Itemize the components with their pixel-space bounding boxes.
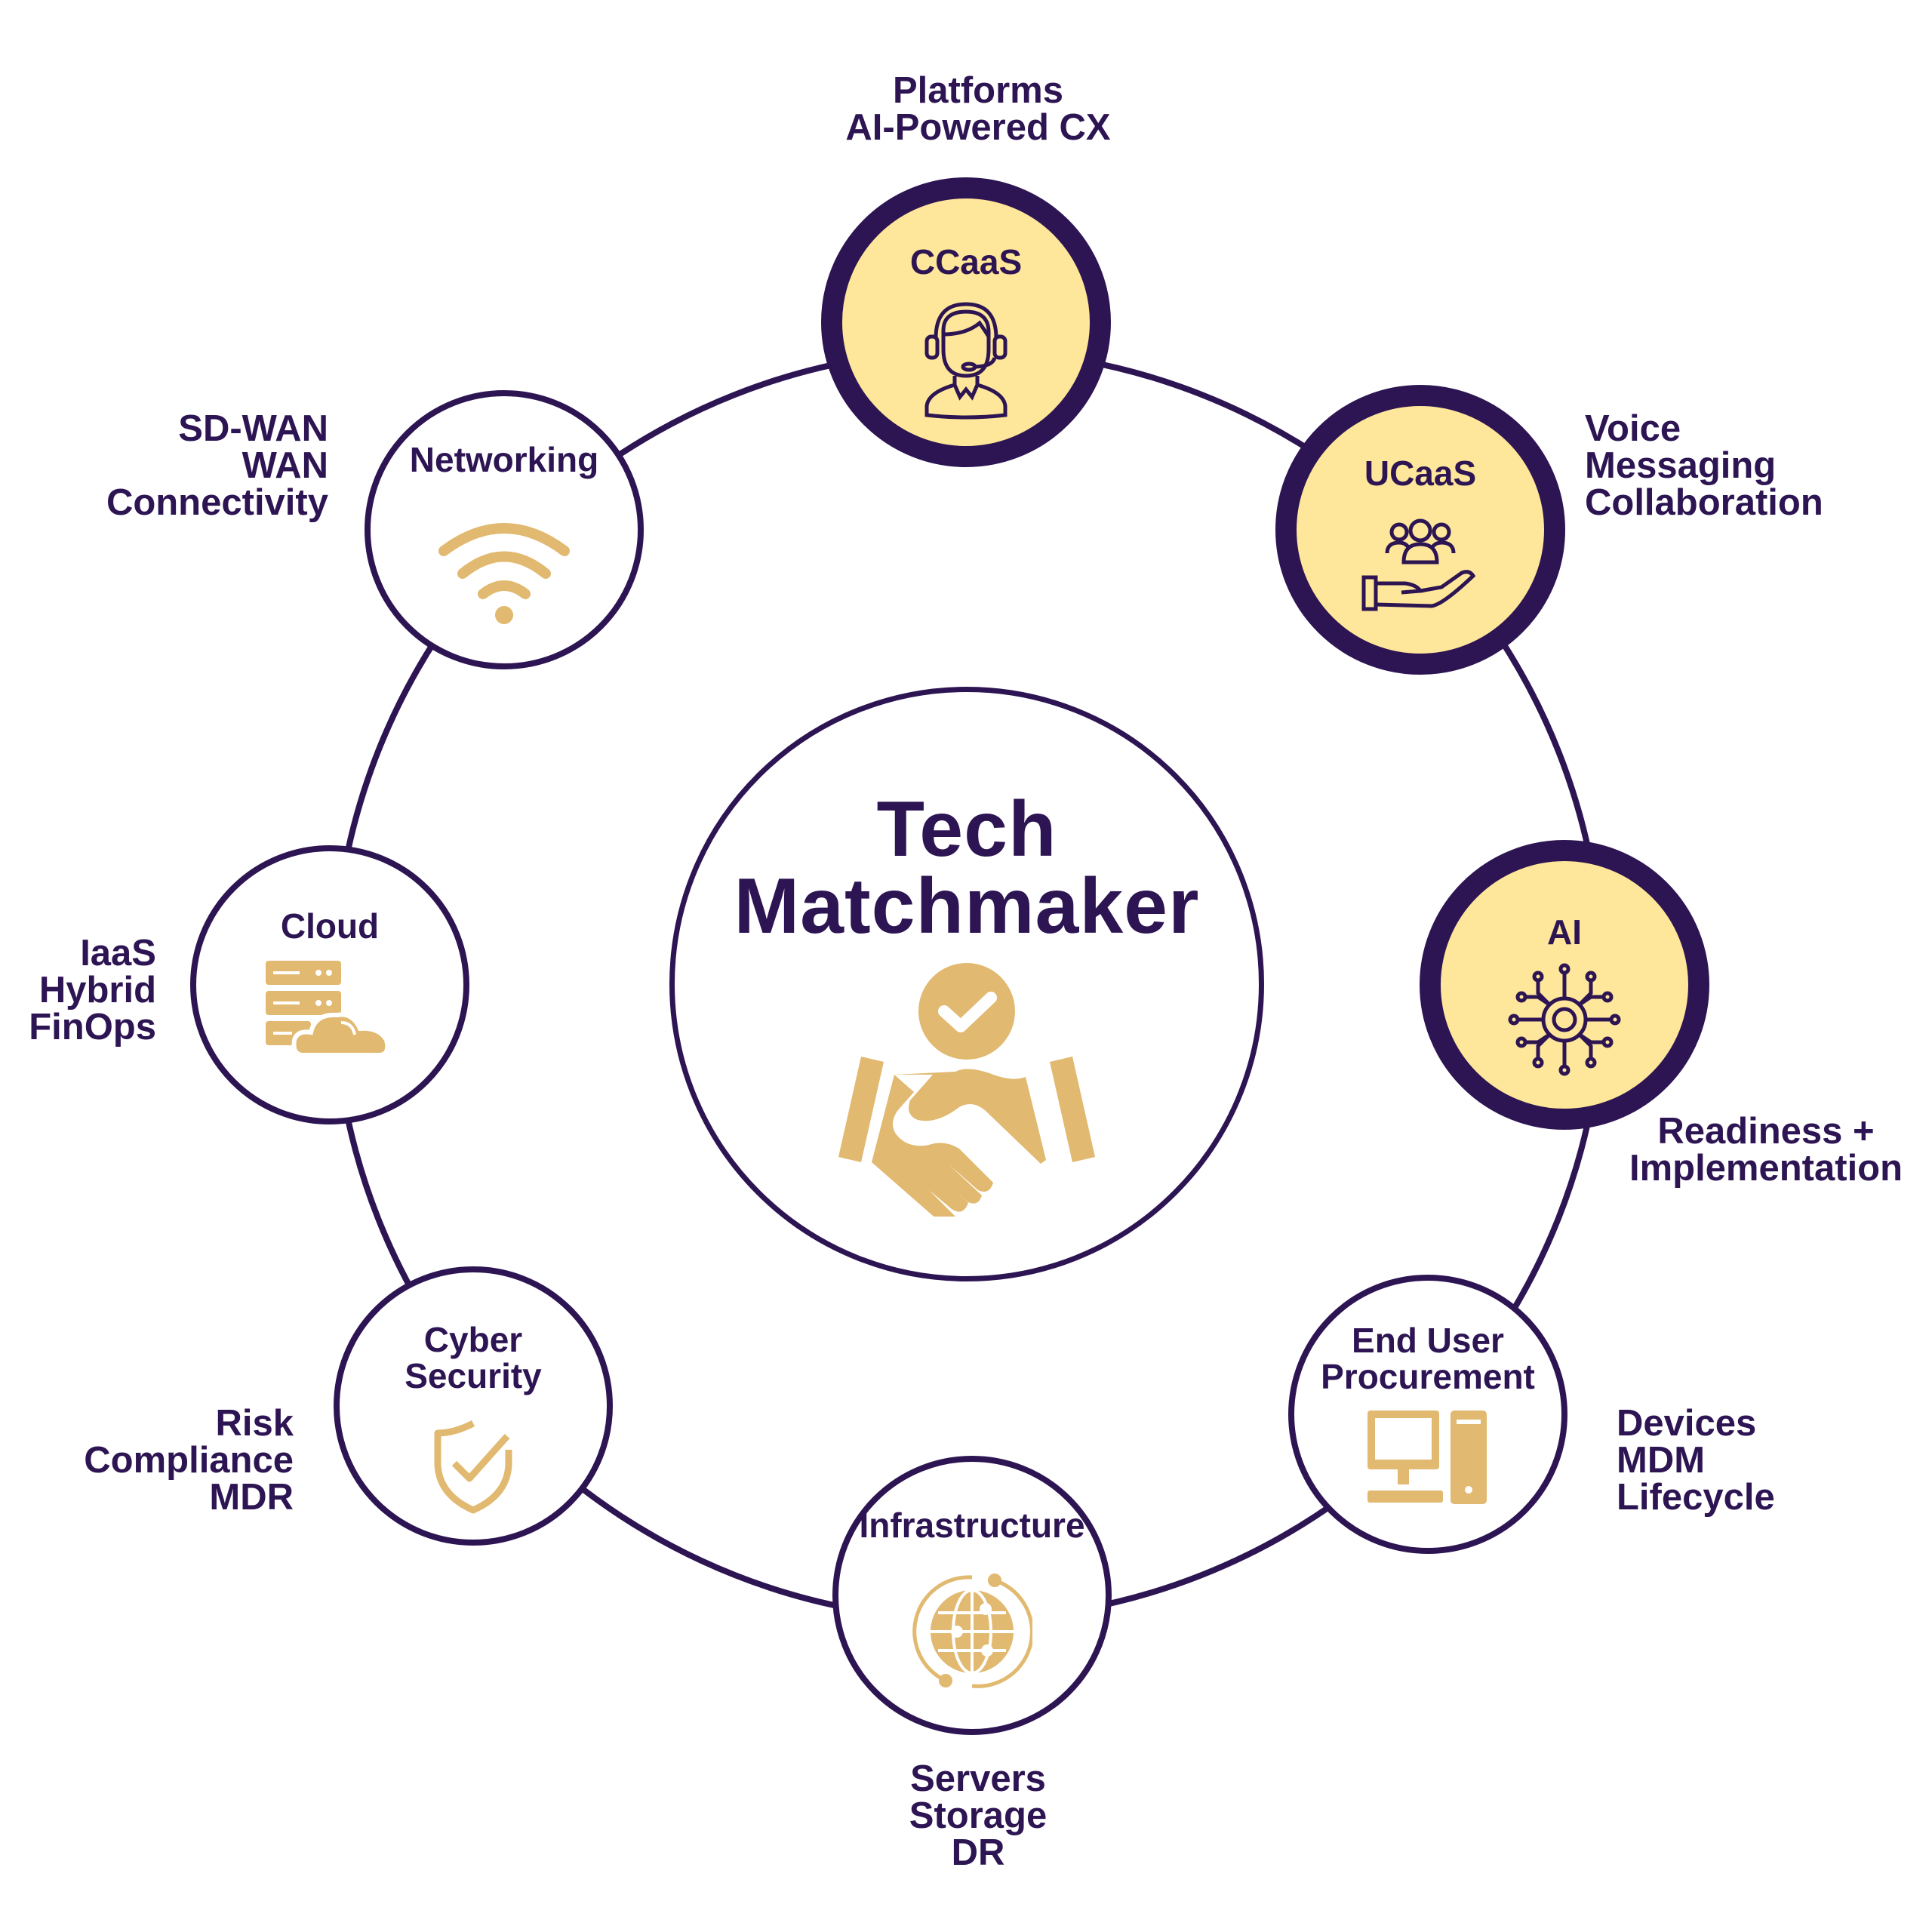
detail-item: Messaging: [1585, 445, 1777, 486]
node-label-line-1: End User: [1352, 1321, 1504, 1360]
node-cloud[interactable]: Cloud: [190, 845, 469, 1124]
node-label: AI: [1547, 912, 1582, 952]
detail-item: FinOps: [29, 1007, 156, 1048]
networking-details: SD-WAN WAN Connectivity: [106, 411, 328, 521]
node-label: UCaaS: [1364, 454, 1477, 493]
desktop-computer-icon: [1367, 1411, 1487, 1504]
handshake-check-icon: [838, 963, 1095, 1217]
shield-check-icon: [434, 1420, 512, 1514]
node-label-line-1: Cyber: [423, 1320, 523, 1359]
node-label: Infrastructure: [859, 1506, 1085, 1545]
end-user-details: Devices MDM Lifecycle: [1617, 1405, 1775, 1516]
title-line-2: Matchmaker: [734, 863, 1200, 950]
headset-agent-icon: [924, 302, 1008, 420]
node-networking[interactable]: Networking: [365, 390, 644, 669]
detail-item: Implementation: [1629, 1148, 1903, 1189]
server-cloud-icon: [266, 961, 390, 1057]
circuit-chip-icon: [1508, 963, 1621, 1076]
detail-item: DR: [951, 1832, 1005, 1873]
tech-matchmaker-hub: Tech Matchmaker: [669, 687, 1264, 1281]
detail-item: MDM: [1617, 1440, 1706, 1481]
detail-item: Compliance: [84, 1440, 294, 1481]
detail-item: Servers: [910, 1758, 1046, 1799]
node-label: CCaaS: [909, 242, 1023, 281]
team-hand-icon: [1361, 518, 1476, 611]
detail-item: Storage: [909, 1795, 1048, 1836]
detail-item: Lifecycle: [1617, 1477, 1775, 1518]
detail-item: MDR: [209, 1477, 294, 1518]
detail-item: Collaboration: [1585, 482, 1823, 523]
node-label-line-2: Procurement: [1321, 1357, 1535, 1396]
node-ai[interactable]: AI: [1420, 840, 1709, 1130]
wifi-icon: [438, 523, 570, 624]
detail-item: Voice: [1585, 408, 1681, 449]
cloud-details: IaaS Hybrid FinOps: [29, 935, 156, 1046]
node-ccaas[interactable]: CCaaS: [821, 177, 1111, 467]
node-label: Cloud: [280, 906, 380, 946]
node-cyber-security[interactable]: Cyber Security: [334, 1266, 613, 1546]
detail-item: Risk: [215, 1403, 294, 1444]
node-infrastructure[interactable]: Infrastructure: [832, 1456, 1112, 1735]
detail-item: AI-Powered CX: [845, 107, 1111, 148]
detail-item: WAN: [242, 445, 328, 486]
ucaas-details: Voice Messaging Collaboration: [1585, 411, 1823, 521]
detail-item: Platforms: [892, 70, 1064, 111]
node-end-user-procurement[interactable]: End User Procurement: [1288, 1275, 1567, 1554]
detail-item: Devices: [1617, 1403, 1757, 1444]
detail-item: IaaS: [80, 933, 156, 974]
node-label-line-2: Security: [405, 1356, 542, 1395]
node-label: Networking: [409, 440, 599, 479]
ccaas-details: Platforms AI-Powered CX: [845, 72, 1110, 146]
title-line-1: Tech: [876, 786, 1057, 873]
cyber-details: Risk Compliance MDR: [84, 1405, 294, 1516]
node-ucaas[interactable]: UCaaS: [1275, 385, 1565, 675]
globe-network-icon: [912, 1574, 1032, 1688]
detail-item: Connectivity: [106, 482, 328, 523]
detail-item: Readiness +: [1657, 1111, 1875, 1152]
infrastructure-details: Servers Storage DR: [909, 1761, 1047, 1872]
ai-details: Readiness + Implementation: [1629, 1113, 1903, 1187]
detail-item: SD-WAN: [178, 408, 328, 449]
detail-item: Hybrid: [38, 970, 156, 1011]
